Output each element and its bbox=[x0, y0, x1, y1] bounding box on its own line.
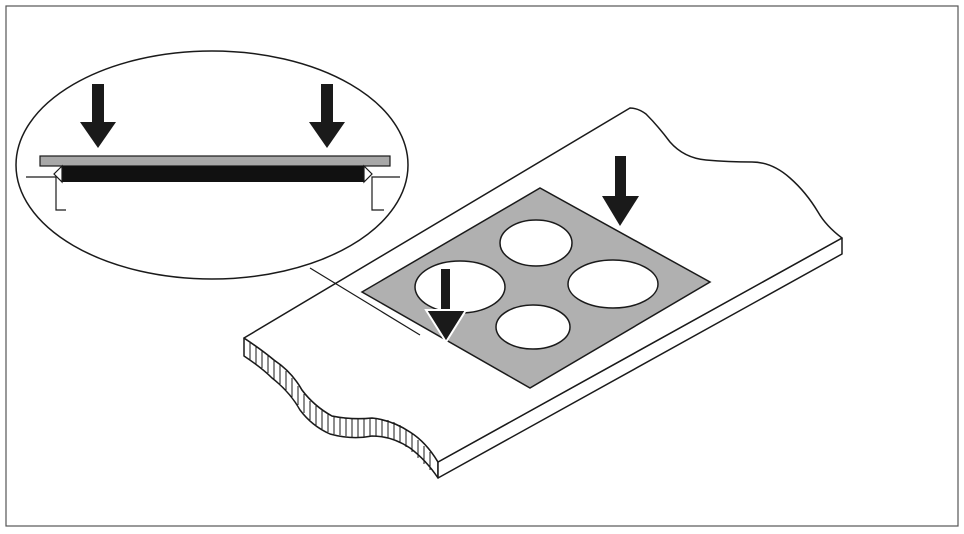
detail-clip-right bbox=[363, 164, 373, 184]
detail-glass-plate bbox=[39, 155, 391, 167]
detail-pointer bbox=[309, 267, 421, 336]
cooking-zone-right bbox=[567, 259, 659, 309]
figure-frame bbox=[5, 5, 959, 527]
detail-seal bbox=[62, 166, 364, 182]
detail-callout bbox=[15, 50, 409, 280]
down-arrow-icon bbox=[309, 84, 345, 148]
down-arrow-icon bbox=[424, 267, 468, 344]
cooking-zone-left bbox=[414, 260, 506, 314]
down-arrow-icon bbox=[80, 84, 116, 148]
down-arrow-icon bbox=[602, 156, 639, 226]
cooking-zone-front bbox=[495, 304, 571, 350]
worktop-hatching bbox=[249, 342, 431, 470]
detail-clip-left bbox=[53, 164, 63, 184]
detail-worktop-left bbox=[26, 176, 66, 211]
cooking-zone-back bbox=[499, 219, 573, 267]
detail-worktop-right bbox=[371, 176, 400, 211]
